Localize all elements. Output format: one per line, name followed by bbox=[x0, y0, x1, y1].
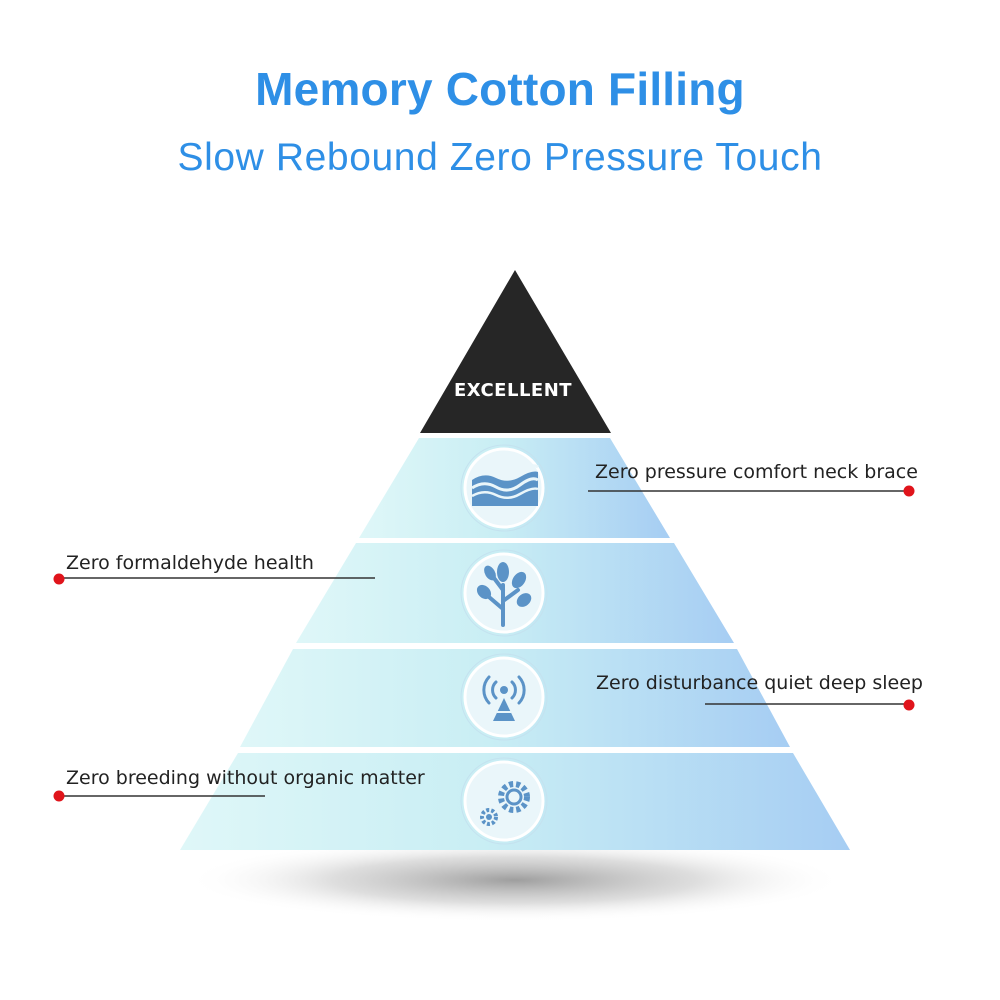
layer-3-label: Zero disturbance quiet deep sleep bbox=[596, 672, 923, 694]
pyramid-top-label: EXCELLENT bbox=[454, 380, 572, 401]
callout-dot-1 bbox=[903, 485, 915, 497]
pyramid-top bbox=[420, 270, 611, 433]
callout-dot-4 bbox=[53, 790, 65, 802]
page-title: Memory Cotton Filling bbox=[255, 63, 745, 115]
layer-2-label: Zero formaldehyde health bbox=[66, 552, 314, 574]
layer-4-label: Zero breeding without organic matter bbox=[66, 767, 425, 789]
signal-antenna-icon bbox=[460, 653, 548, 741]
callout-dot-2 bbox=[53, 573, 65, 585]
layer-1-label: Zero pressure comfort neck brace bbox=[595, 461, 918, 483]
callout-line-3 bbox=[705, 699, 915, 711]
pyramid-shadow bbox=[185, 838, 845, 922]
callout-dot-3 bbox=[903, 699, 915, 711]
callout-line-1 bbox=[588, 485, 915, 497]
gears-icon bbox=[460, 757, 548, 845]
plant-icon bbox=[460, 549, 548, 637]
foam-layers-icon bbox=[460, 444, 548, 532]
callout-line-4 bbox=[53, 790, 265, 802]
page-subtitle: Slow Rebound Zero Pressure Touch bbox=[177, 136, 823, 179]
callout-line-2 bbox=[53, 573, 375, 585]
